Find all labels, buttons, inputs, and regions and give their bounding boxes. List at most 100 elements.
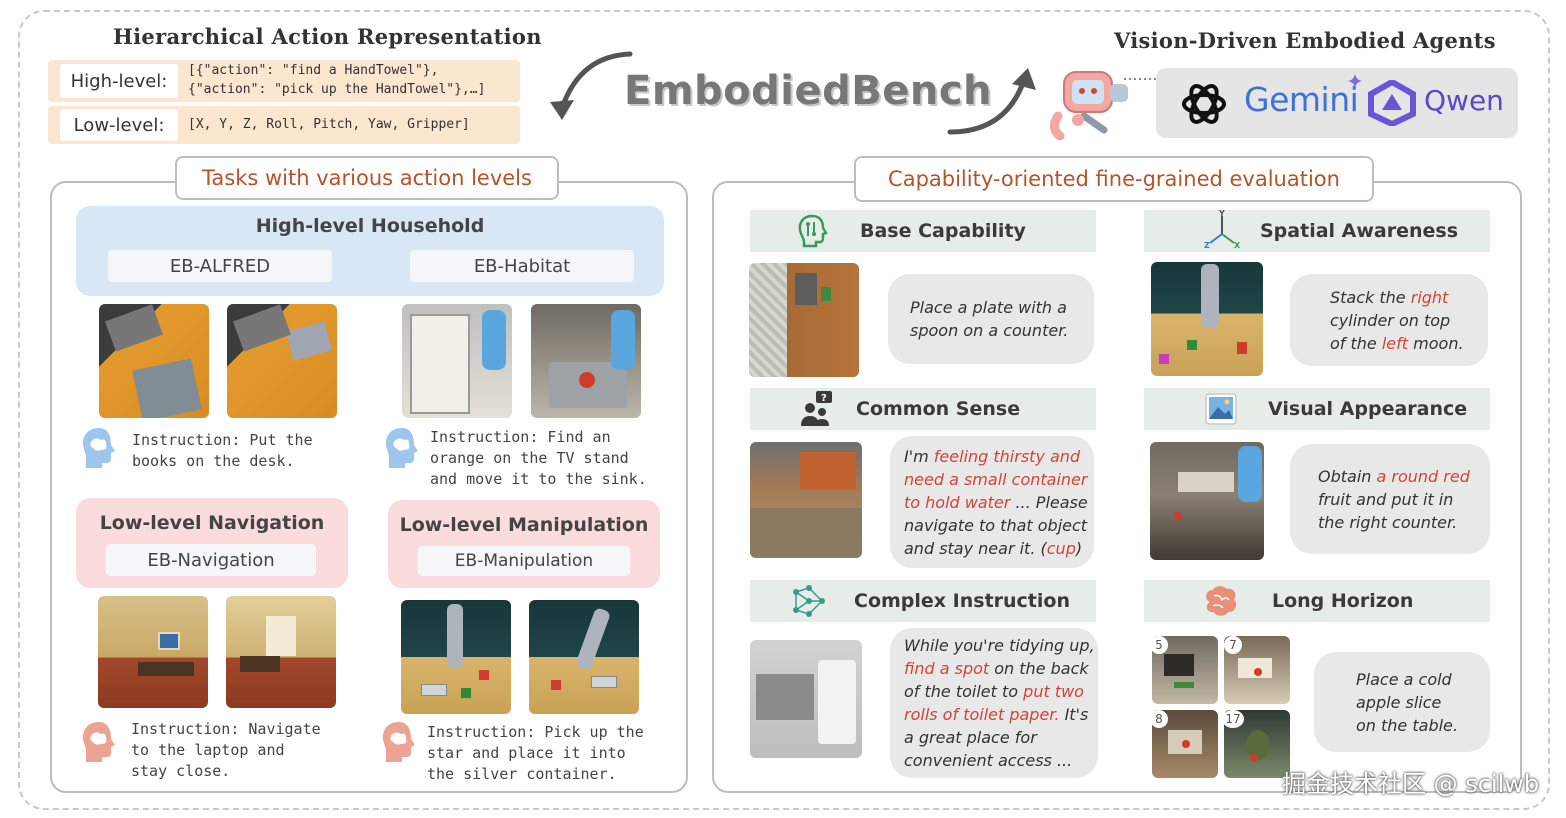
svg-text:Z: Z [1204, 241, 1210, 250]
common-bubble-text: ) [1075, 538, 1083, 558]
env-eb-alfred: EB-ALFRED [108, 250, 332, 282]
low-level-manipulation-group: Low-level Manipulation EB-Manipulation [388, 500, 660, 588]
gemini-sparkle-icon [1348, 74, 1362, 88]
high-level-household-group: High-level Household EB-ALFRED EB-Habita… [76, 206, 664, 296]
step-badge-5: 5 [1150, 636, 1168, 654]
manipulation-scene-2-image [529, 600, 639, 714]
spatial-bubble-line-3: of the left moon. [1330, 332, 1464, 355]
navigation-instruction-line-1: Instruction: Navigate [131, 720, 321, 738]
spatial-bubble-line-2: cylinder on top [1330, 310, 1451, 330]
complex-instruction-scene-image [750, 640, 862, 758]
long-horizon-bubble: Place a cold apple slice on the table. [1314, 652, 1490, 752]
habitat-instruction-line-1: Instruction: Find an [430, 428, 611, 446]
high-level-row: High-level: [{"action": "find a HandTowe… [48, 60, 520, 102]
complex-bubble-text: It's [1059, 705, 1089, 724]
spatial-awareness-title: Spatial Awareness [1260, 220, 1459, 242]
common-sense-bubble: I'm feeling thirsty and need a small con… [890, 436, 1094, 568]
common-bubble-line-4: navigate to that object [904, 515, 1088, 535]
manipulation-instruction: Instruction: Pick up the star and place … [427, 722, 644, 785]
brain-icon [1206, 586, 1237, 616]
low-level-manipulation-title: Low-level Manipulation [399, 514, 649, 536]
base-capability-title: Base Capability [860, 220, 1026, 242]
common-bubble-highlight: cup [1046, 538, 1076, 558]
vision-agents-title: Vision-Driven Embodied Agents [1114, 28, 1496, 53]
long-bubble-line-1: Place a cold [1356, 669, 1452, 689]
models-box: Gemini Qwen [1156, 68, 1518, 138]
low-level-navigation-group: Low-level Navigation EB-Navigation [76, 498, 348, 588]
complex-instruction-header: Complex Instruction [750, 580, 1096, 622]
common-bubble-highlight: to hold water [904, 492, 1011, 512]
spatial-awareness-scene-image [1151, 262, 1263, 376]
complex-bubble-text: of the toilet to [904, 682, 1024, 701]
manipulation-instruction-line-3: the silver container. [427, 765, 617, 783]
complex-bubble-highlight: rolls of toilet paper. [904, 705, 1060, 724]
curved-arrow-left-icon [550, 51, 633, 120]
complex-bubble-line-3: of the toilet to put two [904, 680, 1095, 703]
visual-bubble-line-1: Obtain a round red [1318, 465, 1470, 488]
common-bubble-text: I'm [904, 446, 934, 466]
low-level-label: Low-level: [60, 109, 178, 141]
complex-bubble-line-1: While you're tidying up, [904, 636, 1095, 655]
habitat-instruction: Instruction: Find an orange on the TV st… [430, 427, 647, 490]
spatial-bubble-line-1: Stack the right [1330, 286, 1464, 309]
long-horizon-title: Long Horizon [1272, 590, 1414, 612]
manipulation-scene-1-image [401, 600, 511, 714]
gemini-logo: Gemini [1244, 80, 1359, 119]
env-eb-habitat: EB-Habitat [410, 250, 634, 282]
base-capability-scene-image [749, 263, 859, 377]
hierarchical-title: Hierarchical Action Representation [113, 24, 542, 49]
spatial-awareness-bubble: Stack the right cylinder on top of the l… [1290, 274, 1488, 366]
common-sense-header: ? Common Sense [750, 388, 1096, 430]
spatial-bubble-text: moon. [1408, 333, 1464, 353]
step-badge-17: 17 [1222, 710, 1244, 728]
brain-head-blue-icon [82, 428, 115, 468]
complex-bubble-highlight: put two [1023, 682, 1084, 701]
complex-bubble-line-5: a great place for [904, 728, 1037, 747]
alfred-instruction-line-1: Instruction: Put the [132, 431, 313, 449]
long-horizon-step-7-image [1224, 636, 1290, 704]
navigation-scene-1-image [98, 596, 208, 708]
dotted-connector-icon [1124, 78, 1158, 80]
env-eb-navigation: EB-Navigation [106, 544, 316, 576]
openai-logo-icon [1182, 84, 1226, 124]
navigation-instruction: Instruction: Navigate to the laptop and … [131, 719, 321, 782]
visual-appearance-scene-image [1150, 442, 1264, 560]
right-panel-title: Capability-oriented fine-grained evaluat… [854, 156, 1374, 202]
spatial-bubble-text: Stack the [1330, 287, 1411, 307]
high-level-code-1: [{"action": "find a HandTowel"}, [188, 63, 439, 78]
svg-text:X: X [1234, 241, 1240, 250]
complex-bubble-line-4: rolls of toilet paper. It's [904, 703, 1095, 726]
complex-instruction-bubble: While you're tidying up, find a spot on … [890, 628, 1098, 778]
circuit-head-icon [798, 214, 828, 248]
alfred-scene-1-image [99, 304, 209, 418]
alfred-instruction-line-2: books on the desk. [132, 452, 295, 470]
base-bubble-line-2: spoon on a counter. [910, 321, 1069, 340]
complex-bubble-text: on the back [989, 659, 1089, 678]
left-panel-title: Tasks with various action levels [175, 156, 559, 200]
embodiedbench-logo: EmbodiedBench [624, 68, 993, 114]
xyz-axes-icon: Y Z X [1204, 210, 1240, 250]
visual-bubble-highlight: a round red [1376, 466, 1470, 486]
qwen-logo-icon [1368, 80, 1416, 126]
common-bubble-line-1: I'm feeling thirsty and [904, 445, 1088, 468]
brain-head-red-icon [82, 722, 115, 762]
svg-text:Y: Y [1218, 210, 1225, 218]
common-bubble-line-3: to hold water ... Please [904, 491, 1088, 514]
watermark: 掘金技术社区 @ scilwb [1282, 770, 1540, 798]
base-capability-bubble: Place a plate with a spoon on a counter. [888, 274, 1094, 364]
base-capability-header: Base Capability [750, 210, 1096, 252]
complex-bubble-line-2: find a spot on the back [904, 657, 1095, 680]
spatial-bubble-highlight: right [1410, 287, 1449, 307]
visual-appearance-header: Visual Appearance [1144, 388, 1490, 430]
brain-head-red-icon [382, 722, 415, 762]
visual-bubble-line-2: fruit and put it in [1318, 489, 1454, 509]
complex-bubble-highlight: find a spot [904, 659, 990, 678]
common-bubble-line-5: and stay near it. (cup) [904, 537, 1088, 560]
step-badge-7: 7 [1224, 636, 1242, 654]
alfred-scene-2-image [227, 304, 337, 418]
common-sense-scene-image [750, 442, 862, 558]
long-horizon-header: Long Horizon [1144, 580, 1490, 622]
common-bubble-line-2: need a small container [904, 469, 1088, 489]
common-sense-title: Common Sense [856, 398, 1021, 420]
common-bubble-text: ... Please [1010, 492, 1088, 512]
